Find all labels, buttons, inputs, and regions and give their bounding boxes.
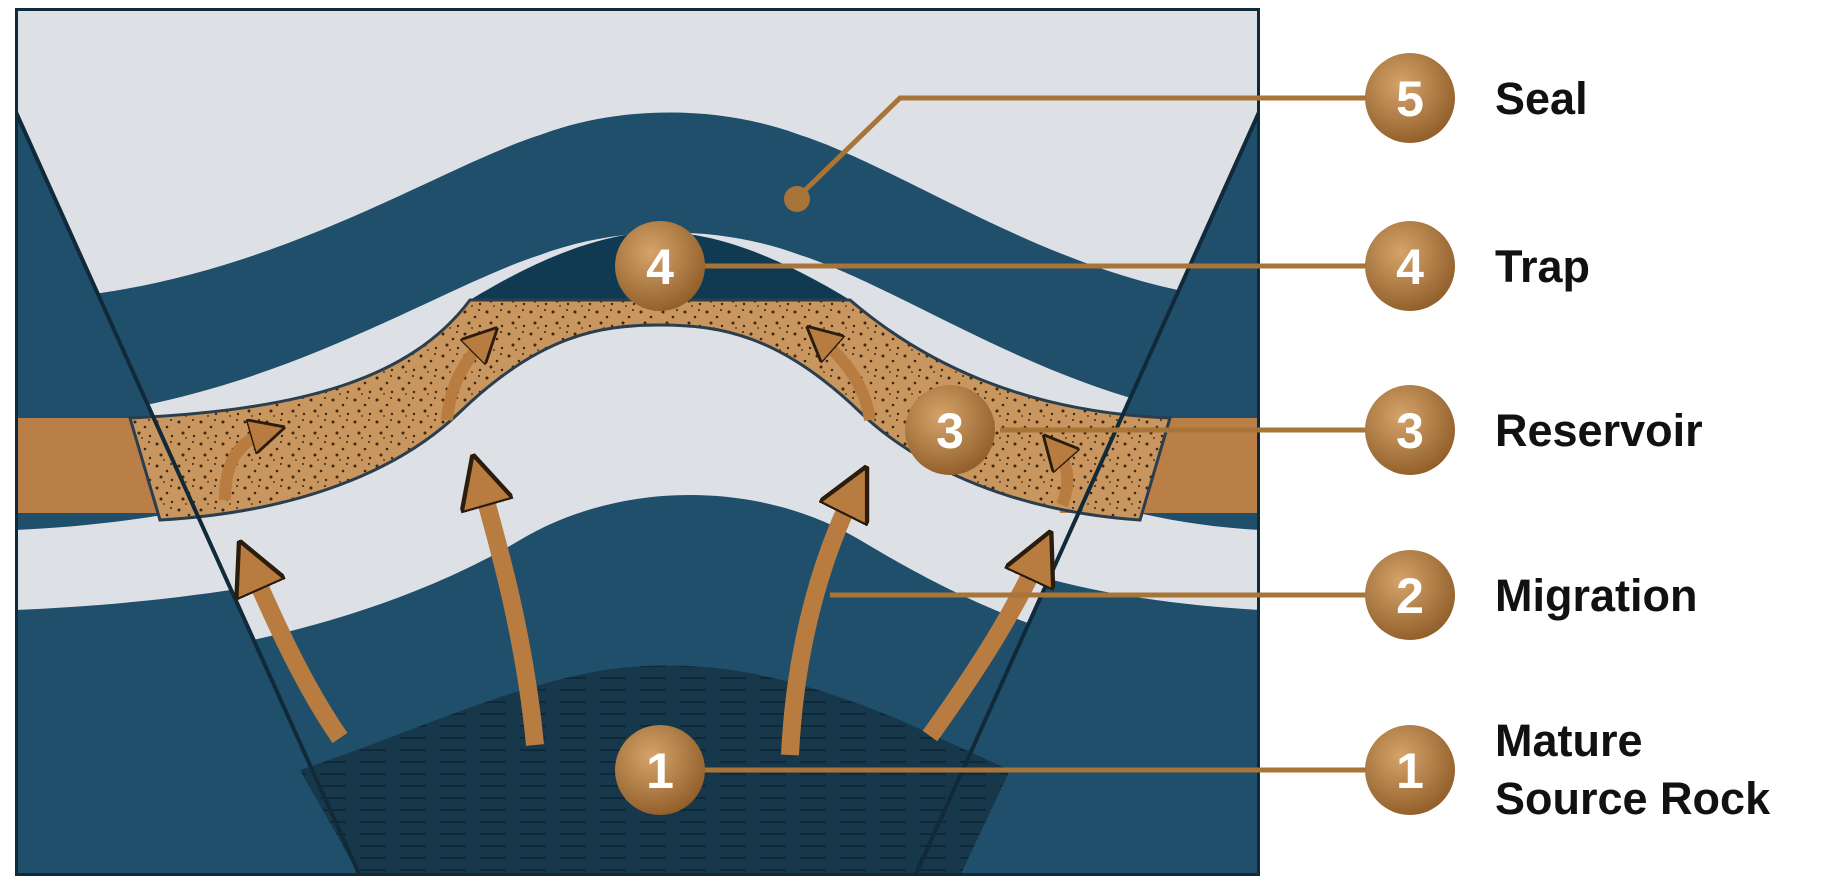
legend-number: 2 bbox=[1396, 568, 1424, 624]
legend-number: 3 bbox=[1396, 403, 1424, 459]
seal-pointer-dot bbox=[784, 186, 810, 212]
legend-number: 1 bbox=[1396, 743, 1424, 799]
legend-label-trap: Trap bbox=[1495, 241, 1590, 292]
legend-label-reservoir: Reservoir bbox=[1495, 405, 1703, 456]
trap-badge: 4 bbox=[615, 221, 705, 311]
legend-number: 4 bbox=[1396, 239, 1424, 295]
reservoir-badge-number: 3 bbox=[936, 403, 964, 459]
legend-number: 5 bbox=[1396, 71, 1424, 127]
source-badge-number: 1 bbox=[646, 743, 674, 799]
trap-badge-number: 4 bbox=[646, 239, 674, 295]
legend-item-seal: 5 Seal bbox=[1365, 53, 1588, 143]
legend-label-source-line1: Mature bbox=[1495, 715, 1643, 766]
legend-item-source-rock: 1 Mature Source Rock bbox=[1365, 715, 1771, 824]
legend-item-trap: 4 Trap bbox=[1365, 221, 1590, 311]
legend-label-source-line2: Source Rock bbox=[1495, 773, 1771, 824]
reservoir-badge: 3 bbox=[905, 385, 995, 475]
source-badge: 1 bbox=[615, 725, 705, 815]
legend-item-migration: 2 Migration bbox=[1365, 550, 1697, 640]
legend-label-seal: Seal bbox=[1495, 73, 1588, 124]
legend-label-migration: Migration bbox=[1495, 570, 1697, 621]
legend-item-reservoir: 3 Reservoir bbox=[1365, 385, 1703, 475]
legend: 5 Seal 4 Trap 3 Reservoir 2 Migration 1 … bbox=[1365, 53, 1771, 824]
